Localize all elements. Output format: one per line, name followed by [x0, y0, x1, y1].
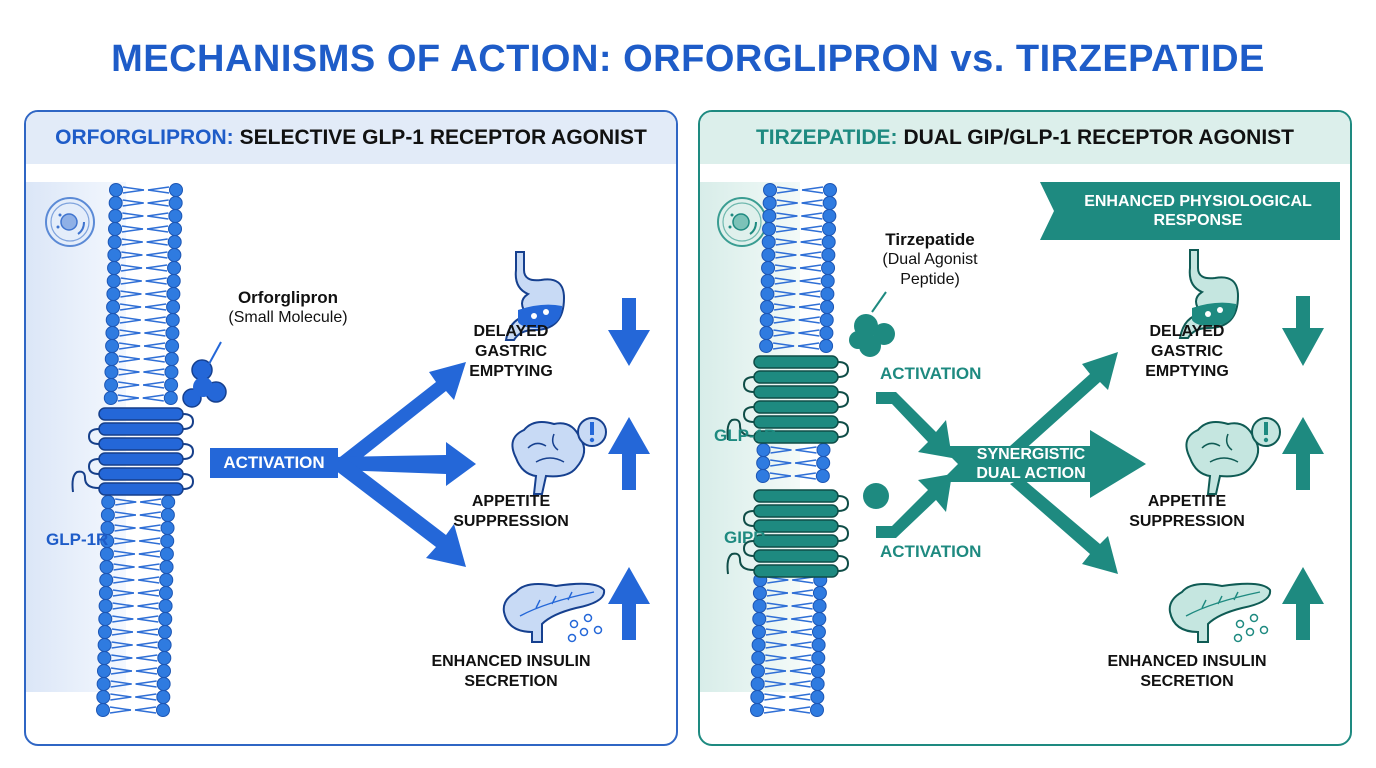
drug-label: Orforglipron (Small Molecule)	[198, 288, 378, 328]
arrow-up-icon	[608, 417, 650, 490]
activation-label-glp1: ACTIVATION	[880, 364, 982, 383]
arrow-down-icon	[1282, 296, 1324, 366]
arrow-up-icon	[608, 567, 650, 640]
header-description: SELECTIVE GLP-1 RECEPTOR AGONIST	[239, 126, 647, 149]
small-molecule-icon	[182, 341, 227, 408]
arrow-gip-activation	[876, 474, 952, 538]
arrow-to-insulin	[1010, 478, 1118, 574]
banner-label: ENHANCED PHYSIOLOGICAL RESPONSE	[1084, 193, 1312, 229]
arrow-up-icon	[1282, 567, 1324, 640]
arrow-to-gastric	[1010, 352, 1118, 452]
synergy-label: SYNERGISTIC DUAL ACTION	[976, 446, 1086, 482]
banner	[1040, 182, 1340, 240]
stomach-icon	[1178, 249, 1240, 339]
activation-label: ACTIVATION	[210, 448, 338, 478]
peptide-icon	[849, 291, 895, 509]
orforglipron-panel: ORFORGLIPRON: SELECTIVE GLP-1 RECEPTOR A…	[24, 110, 678, 746]
cell-icon	[717, 197, 767, 247]
panel-header: TIRZEPATIDE: DUAL GIP/GLP-1 RECEPTOR AGO…	[700, 112, 1350, 164]
effect-arrows	[608, 298, 650, 640]
synergy-arrow	[940, 430, 1146, 498]
panel-header: ORFORGLIPRON: SELECTIVE GLP-1 RECEPTOR A…	[26, 112, 676, 164]
pancreas-icon	[1168, 582, 1272, 643]
drug-name: Tirzepatide	[885, 230, 975, 249]
header-description: DUAL GIP/GLP-1 RECEPTOR AGONIST	[903, 126, 1295, 149]
header-drug-name: TIRZEPATIDE:	[755, 126, 898, 149]
arrow-down-icon	[608, 298, 650, 366]
effect-label-insulin: ENHANCED INSULIN SECRETION	[431, 653, 591, 690]
main-title: MECHANISMS OF ACTION: ORFORGLIPRON vs. T…	[111, 38, 1265, 80]
drug-type: (Dual Agonist	[882, 251, 978, 268]
cell-icon	[45, 197, 95, 247]
brain-icon	[511, 417, 607, 495]
cell-membrane	[96, 183, 183, 717]
effect-label-insulin: ENHANCED INSULIN SECRETION	[1107, 653, 1267, 690]
arrow-glp1-activation	[876, 392, 952, 458]
gip-receptor	[726, 489, 850, 578]
arrow-to-insulin	[331, 457, 466, 567]
branch-arrows	[331, 362, 476, 567]
glp1-receptor	[71, 407, 195, 496]
right-diagram	[717, 182, 1340, 717]
drug-label: Tirzepatide (Dual Agonist Peptide)	[860, 230, 1000, 290]
cell-membrane	[750, 183, 837, 717]
receptor-label: GLP-1R	[46, 530, 109, 549]
receptor-label-glp1: GLP-1R	[714, 426, 777, 445]
arrow-to-appetite	[336, 442, 476, 486]
arrow-up-icon	[1282, 417, 1324, 490]
effect-label-appetite: APPETITE SUPPRESSION	[1129, 493, 1245, 530]
stomach-icon	[504, 251, 566, 341]
effect-label-gastric: DELAYED GASTRIC EMPTYING	[469, 323, 553, 380]
effect-label-appetite: APPETITE SUPPRESSION	[453, 493, 569, 530]
effect-arrows	[1282, 296, 1324, 640]
brain-icon	[1185, 417, 1281, 495]
activation-label-gipr: ACTIVATION	[880, 542, 982, 561]
tirzepatide-panel: TIRZEPATIDE: DUAL GIP/GLP-1 RECEPTOR AGO…	[698, 110, 1352, 746]
effect-label-gastric: DELAYED GASTRIC EMPTYING	[1145, 323, 1229, 380]
arrow-to-gastric	[331, 362, 466, 472]
pancreas-icon	[502, 582, 606, 643]
drug-name: Orforglipron	[237, 288, 339, 307]
activation-arrows	[876, 352, 1146, 574]
receptor-label-gipr: GIPR	[724, 528, 766, 547]
glp1-receptor	[726, 355, 850, 444]
left-diagram	[45, 183, 650, 717]
drug-type: (Small Molecule)	[228, 309, 348, 326]
header-drug-name: ORFORGLIPRON:	[55, 126, 234, 149]
